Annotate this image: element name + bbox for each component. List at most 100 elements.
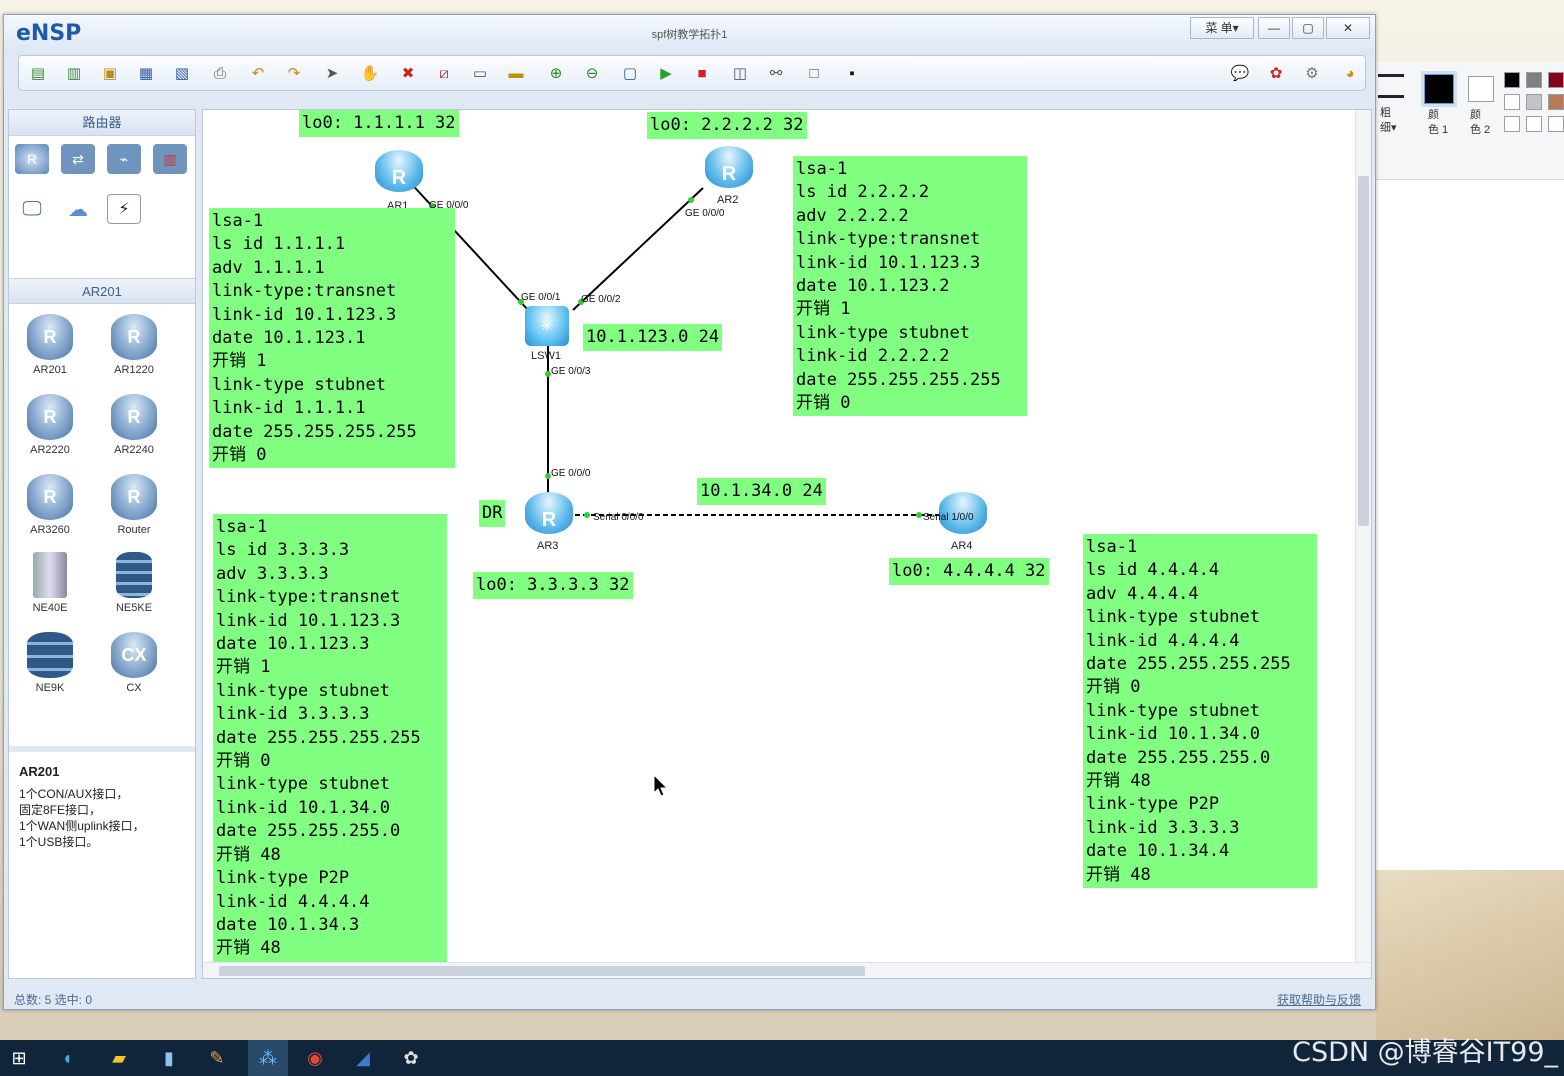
capture-icon[interactable]: ◫ bbox=[732, 65, 748, 82]
edge-icon[interactable]: ◐ bbox=[63, 1047, 75, 1068]
help-icon[interactable]: ◕ bbox=[1345, 64, 1355, 82]
menu-button[interactable]: 菜 单▾ bbox=[1190, 17, 1254, 39]
ensp-taskbar-icon[interactable]: ⁂ bbox=[248, 1040, 288, 1076]
label-net-10-1-34[interactable]: 10.1.34.0 24 bbox=[697, 478, 826, 506]
label-net-10-1-123[interactable]: 10.1.123.0 24 bbox=[583, 324, 723, 352]
link-ar1-lsw1[interactable] bbox=[405, 177, 529, 311]
chat-icon[interactable]: 💬 bbox=[1230, 65, 1250, 82]
help-feedback-link[interactable]: 获取帮助与反馈 bbox=[1276, 993, 1361, 1007]
wireshark-icon[interactable]: ◢ bbox=[356, 1047, 370, 1068]
new-example-icon[interactable]: ▥ bbox=[66, 65, 82, 82]
paint-color2-label[interactable]: 颜 色 2 bbox=[1470, 109, 1491, 136]
hand-icon[interactable]: ✋ bbox=[360, 65, 380, 82]
new-topology-icon[interactable]: ▤ bbox=[30, 65, 46, 82]
lsa-note-ar1[interactable]: lsa-1 ls id 1.1.1.1 adv 1.1.1.1 link-typ… bbox=[209, 208, 455, 468]
topology-canvas[interactable]: R AR1 R AR2 ✳ LSW1 R AR3 AR4 GE 0/0/0 GE… bbox=[202, 109, 1372, 979]
fit-view-icon[interactable]: ▢ bbox=[622, 65, 638, 82]
section-ar201-header[interactable]: AR201 bbox=[9, 278, 195, 304]
save-icon[interactable]: ▦ bbox=[138, 65, 154, 82]
window-icon[interactable]: □ bbox=[809, 64, 819, 82]
redo-icon[interactable]: ↷ bbox=[287, 65, 301, 82]
paint-color1-swatch[interactable] bbox=[1424, 74, 1454, 104]
palette-empty-3[interactable] bbox=[1548, 116, 1564, 132]
stop-device-icon[interactable]: ■ bbox=[697, 64, 707, 82]
select-icon[interactable]: ➤ bbox=[325, 65, 339, 82]
device-ne40e[interactable]: NE40E bbox=[15, 552, 85, 614]
device-ne9k[interactable]: NE9K bbox=[15, 632, 85, 694]
settings-app-icon[interactable]: ✿ bbox=[403, 1047, 419, 1068]
router-ar2-icon[interactable]: R bbox=[705, 146, 753, 188]
horizontal-scroll-thumb[interactable] bbox=[219, 966, 865, 976]
paint-app-icon[interactable]: ✎ bbox=[209, 1047, 225, 1068]
switch-lsw1-icon[interactable]: ✳ bbox=[525, 306, 569, 346]
palette-gray[interactable] bbox=[1526, 72, 1542, 88]
label-lo0-ar4[interactable]: lo0: 4.4.4.4 32 bbox=[889, 558, 1049, 586]
cloud-category-icon[interactable]: ☁ bbox=[68, 198, 88, 221]
title-bar[interactable]: eNSP spf树教学拓扑1 菜 单▾ — ▢ ✕ bbox=[4, 15, 1375, 55]
paint-color1-label[interactable]: 颜 色 1 bbox=[1428, 109, 1449, 136]
vertical-scrollbar[interactable] bbox=[1355, 110, 1371, 964]
explorer-icon[interactable]: ▰ bbox=[112, 1047, 126, 1068]
section-routers-header[interactable]: 路由器 bbox=[9, 110, 195, 136]
paint-canvas[interactable] bbox=[1376, 180, 1564, 870]
lsa-note-ar3[interactable]: lsa-1 ls id 3.3.3.3 adv 3.3.3.3 link-typ… bbox=[213, 514, 447, 964]
notepad-icon[interactable]: ▮ bbox=[164, 1047, 174, 1068]
router-ar1-icon[interactable]: R bbox=[375, 150, 423, 192]
rectangle-icon[interactable]: ▬ bbox=[508, 64, 524, 82]
zoom-in-icon[interactable]: ⊕ bbox=[549, 65, 563, 82]
palette-empty-1[interactable] bbox=[1504, 116, 1520, 132]
palette-empty-2[interactable] bbox=[1526, 116, 1542, 132]
open-icon[interactable]: ▣ bbox=[102, 65, 118, 82]
windows-start-icon[interactable]: ⊞ bbox=[11, 1047, 27, 1068]
palette-black[interactable] bbox=[1504, 72, 1520, 88]
maximize-button[interactable]: ▢ bbox=[1292, 17, 1324, 39]
paint-color2-swatch[interactable] bbox=[1468, 76, 1494, 102]
cli-icon[interactable]: ▪ bbox=[849, 64, 855, 82]
chrome-icon[interactable]: ◉ bbox=[307, 1047, 323, 1068]
device-ne5ke[interactable]: NE5KE bbox=[99, 552, 169, 614]
label-dr[interactable]: DR bbox=[479, 500, 506, 528]
pc-category-icon[interactable]: 🖵 bbox=[22, 197, 42, 220]
vertical-scroll-thumb[interactable] bbox=[1358, 176, 1369, 526]
label-lo0-ar3[interactable]: lo0: 3.3.3.3 32 bbox=[473, 572, 633, 600]
router-ar3-icon[interactable]: R bbox=[525, 492, 573, 534]
zoom-out-icon[interactable]: ⊖ bbox=[585, 65, 599, 82]
huawei-icon[interactable]: ✿ bbox=[1269, 65, 1283, 82]
wlan-category-icon[interactable]: ⌁ bbox=[107, 144, 141, 174]
delete-icon[interactable]: ✖ bbox=[401, 65, 415, 82]
save-as-icon[interactable]: ▧ bbox=[174, 65, 190, 82]
print-icon[interactable]: ⎙ bbox=[213, 64, 226, 82]
label-lo0-ar2[interactable]: lo0: 2.2.2.2 32 bbox=[647, 112, 807, 140]
start-device-icon[interactable]: ▶ bbox=[660, 65, 672, 82]
router-category-icon[interactable]: R bbox=[15, 144, 49, 174]
paint-thickness-label[interactable]: 粗 细▾ bbox=[1380, 107, 1397, 134]
link-ar2-lsw1[interactable] bbox=[572, 187, 704, 311]
lsa-note-ar4[interactable]: lsa-1 ls id 4.4.4.4 adv 4.4.4.4 link-typ… bbox=[1083, 534, 1317, 888]
label-lo0-ar1[interactable]: lo0: 1.1.1.1 32 bbox=[299, 110, 459, 138]
lsa-note-ar2[interactable]: lsa-1 ls id 2.2.2.2 adv 2.2.2.2 link-typ… bbox=[793, 156, 1027, 416]
palette-white[interactable] bbox=[1504, 94, 1520, 110]
router-ar4-icon[interactable] bbox=[939, 492, 987, 534]
firewall-category-icon[interactable]: ▥ bbox=[153, 144, 187, 174]
text-note-icon[interactable]: ▭ bbox=[472, 65, 488, 82]
paint-lines-icon[interactable] bbox=[1378, 74, 1404, 98]
palette-brown[interactable] bbox=[1548, 94, 1564, 110]
palette-lightgray[interactable] bbox=[1526, 94, 1542, 110]
minimize-button[interactable]: — bbox=[1258, 17, 1290, 39]
undo-icon[interactable]: ↶ bbox=[251, 65, 265, 82]
close-button[interactable]: ✕ bbox=[1326, 17, 1370, 39]
topology-icon[interactable]: ⚯ bbox=[769, 65, 783, 82]
palette-red[interactable] bbox=[1548, 72, 1564, 88]
horizontal-scrollbar[interactable] bbox=[203, 962, 1371, 978]
link-category-icon[interactable]: ⚡ bbox=[107, 194, 141, 224]
delete-link-icon[interactable]: ⧄ bbox=[439, 64, 449, 82]
switch-category-icon[interactable]: ⇄ bbox=[61, 144, 95, 174]
settings-icon[interactable]: ⚙ bbox=[1305, 65, 1319, 82]
